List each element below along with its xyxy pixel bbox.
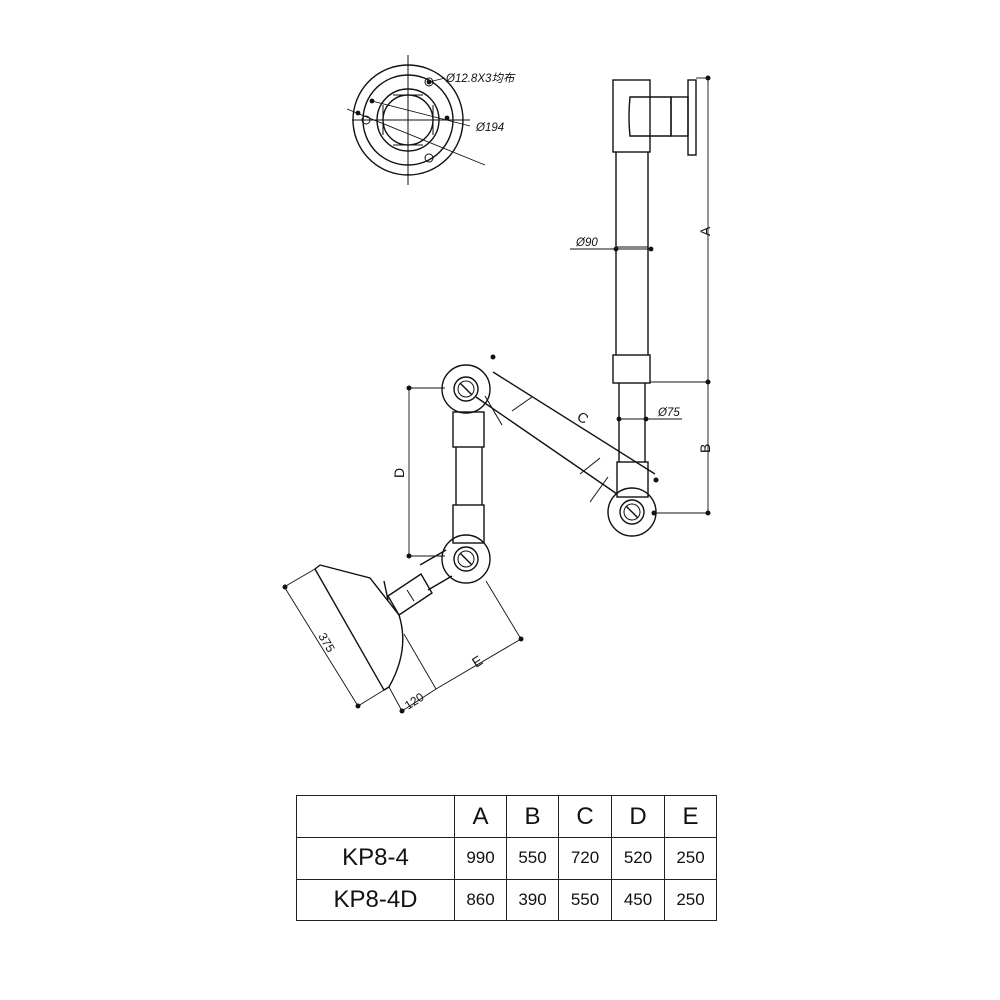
table-row: KP8-4 990 550 720 520 250 <box>296 837 717 880</box>
table-cell: 250 <box>664 878 717 921</box>
dim-a-label: A <box>697 226 713 236</box>
table-cell: 520 <box>611 837 665 880</box>
table-cell: 550 <box>506 837 559 880</box>
table-cell: 720 <box>558 837 612 880</box>
table-cell: 860 <box>454 878 507 921</box>
table-header-c: C <box>558 795 612 838</box>
diagonal-arm: C <box>475 354 659 503</box>
table-cell: 450 <box>611 878 665 921</box>
pipe-lower-label: Ø75 <box>657 407 680 419</box>
table-header-b: B <box>506 795 559 838</box>
pipe-upper-label: Ø90 <box>575 237 598 249</box>
upper-dimensions: A B Ø90 Ø75 <box>570 75 713 516</box>
spec-table: A B C D E KP8-4 990 550 720 520 250 KP8-… <box>296 795 717 921</box>
flange-diameter-label: Ø194 <box>475 122 504 134</box>
upper-pipe-assembly <box>607 79 697 537</box>
hood-width-label: 375 <box>315 630 337 655</box>
dim-b-label: B <box>697 444 713 453</box>
extraction-hood: 375 120 E <box>282 549 524 714</box>
table-cell: 550 <box>558 878 612 921</box>
table-row: KP8-4D 860 390 550 450 250 <box>296 878 717 921</box>
table-cell: 990 <box>454 837 507 880</box>
table-header-d: D <box>611 795 665 838</box>
table-header-a: A <box>454 795 507 838</box>
table-row-model: KP8-4 <box>296 837 455 880</box>
vertical-arm: D <box>391 364 491 584</box>
dim-d-label: D <box>391 468 407 478</box>
holes-label: Ø12.8X3均布 <box>445 72 516 85</box>
flange-top-view: Ø12.8X3均布 Ø194 <box>346 55 516 185</box>
table-cell: 390 <box>506 878 559 921</box>
table-header-row: A B C D E <box>296 795 717 838</box>
table-header-corner <box>296 795 455 838</box>
table-header-e: E <box>664 795 717 838</box>
table-cell: 250 <box>664 837 717 880</box>
table-row-model: KP8-4D <box>296 878 455 921</box>
